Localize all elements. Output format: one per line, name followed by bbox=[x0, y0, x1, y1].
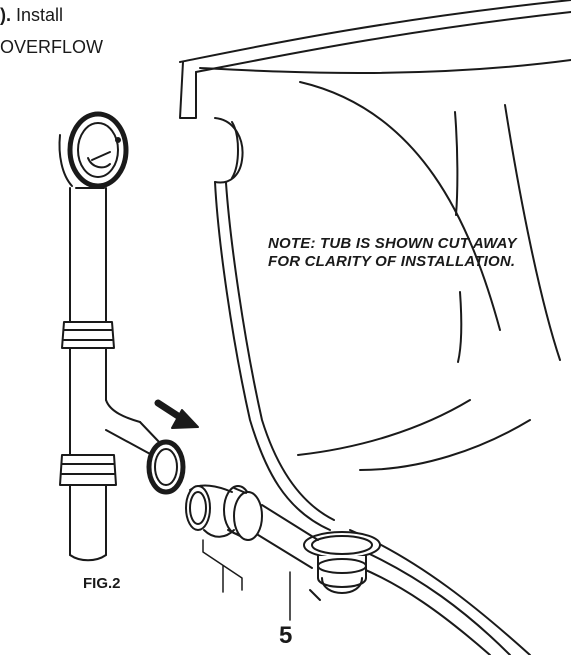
callout-leader bbox=[202, 539, 291, 621]
note-line-2: FOR CLARITY OF INSTALLATION. bbox=[268, 253, 516, 270]
note-line-1: NOTE: TUB IS SHOWN CUT AWAY bbox=[268, 235, 517, 252]
instruction-line-1: ). Install bbox=[0, 4, 63, 26]
instruction-line-2: OVERFLOW bbox=[0, 37, 104, 57]
instruction-text: Install bbox=[11, 5, 64, 25]
instruction-bold-prefix: ). bbox=[0, 5, 11, 25]
drain-shoe-tube bbox=[185, 484, 319, 569]
figure-label: FIG.2 bbox=[83, 575, 121, 592]
bathtub bbox=[179, 0, 571, 655]
callout-number: 5 bbox=[279, 622, 293, 649]
direction-arrow bbox=[154, 399, 199, 429]
overflow-pipe bbox=[58, 111, 186, 562]
drain-flange bbox=[303, 531, 381, 601]
